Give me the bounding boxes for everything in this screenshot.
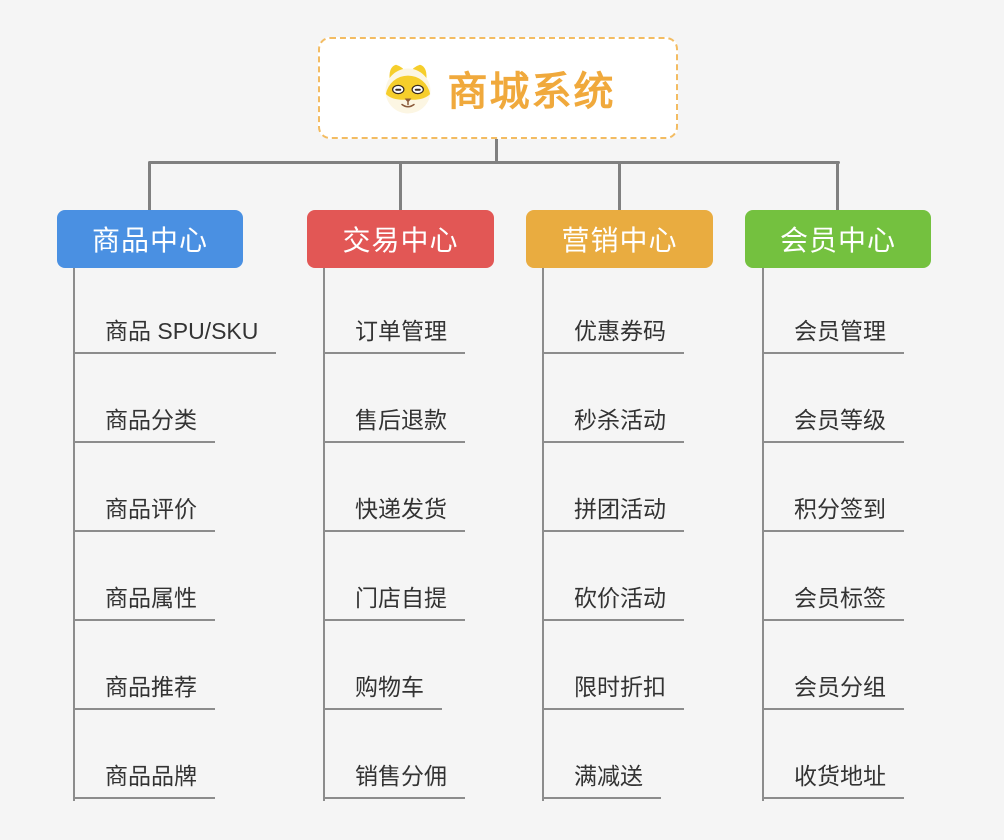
connector-horizontal-bar: [148, 161, 840, 164]
leaf-label: 订单管理: [355, 318, 447, 344]
leaf-label: 砍价活动: [574, 585, 666, 611]
leaf-node[interactable]: 会员管理: [762, 308, 904, 354]
leaf-label: 秒杀活动: [574, 407, 666, 433]
leaf-node[interactable]: 积分签到: [762, 486, 904, 532]
connector-spine: [323, 268, 325, 801]
leaf-node[interactable]: 会员标签: [762, 575, 904, 621]
leaf-node[interactable]: 优惠券码: [542, 308, 684, 354]
leaf-label: 商品品牌: [105, 763, 197, 789]
leaf-label: 商品 SPU/SKU: [105, 318, 259, 344]
leaf-node[interactable]: 商品属性: [73, 575, 215, 621]
leaf-node[interactable]: 限时折扣: [542, 664, 684, 710]
connector-drop-product: [148, 162, 151, 212]
branch-header-trade-center[interactable]: 交易中心: [307, 210, 494, 268]
branch-header-member-center[interactable]: 会员中心: [745, 210, 931, 268]
leaf-label: 商品评价: [105, 496, 197, 522]
connector-drop-trade: [399, 162, 402, 212]
leaf-node[interactable]: 订单管理: [323, 308, 465, 354]
leaf-label: 快递发货: [355, 496, 447, 522]
leaf-node[interactable]: 会员等级: [762, 397, 904, 443]
leaf-label: 优惠券码: [574, 318, 666, 344]
root-node[interactable]: 商城系统: [318, 37, 678, 139]
leaf-node[interactable]: 砍价活动: [542, 575, 684, 621]
leaf-label: 积分签到: [794, 496, 886, 522]
connector-spine: [542, 268, 544, 801]
leaf-node[interactable]: 拼团活动: [542, 486, 684, 532]
leaf-node[interactable]: 会员分组: [762, 664, 904, 710]
leaf-node[interactable]: 购物车: [323, 664, 442, 710]
leaf-label: 商品属性: [105, 585, 197, 611]
leaf-node[interactable]: 销售分佣: [323, 753, 465, 799]
leaf-label: 销售分佣: [355, 763, 447, 789]
leaf-label: 会员标签: [794, 585, 886, 611]
branch-header-product-center[interactable]: 商品中心: [57, 210, 243, 268]
connector-root-stem: [495, 137, 498, 163]
leaf-label: 门店自提: [355, 585, 447, 611]
leaf-node[interactable]: 满减送: [542, 753, 661, 799]
branch-header-marketing-center[interactable]: 营销中心: [526, 210, 713, 268]
leaf-node[interactable]: 商品 SPU/SKU: [73, 308, 277, 354]
leaf-label: 商品推荐: [105, 674, 197, 700]
leaf-label: 收货地址: [794, 763, 886, 789]
connector-drop-marketing: [618, 162, 621, 212]
leaf-label: 限时折扣: [574, 674, 666, 700]
connector-spine: [762, 268, 764, 801]
leaf-node[interactable]: 商品品牌: [73, 753, 215, 799]
leaf-node[interactable]: 秒杀活动: [542, 397, 684, 443]
leaf-label: 售后退款: [355, 407, 447, 433]
leaf-node[interactable]: 商品推荐: [73, 664, 215, 710]
leaf-label: 拼团活动: [574, 496, 666, 522]
leaf-node[interactable]: 快递发货: [323, 486, 465, 532]
leaf-node[interactable]: 商品分类: [73, 397, 215, 443]
leaf-node[interactable]: 收货地址: [762, 753, 904, 799]
leaf-label: 购物车: [355, 674, 424, 700]
shiba-dog-icon: [381, 61, 435, 115]
leaf-label: 满减送: [574, 763, 643, 789]
leaf-label: 会员管理: [794, 318, 886, 344]
leaf-label: 会员等级: [794, 407, 886, 433]
connector-spine: [73, 268, 75, 801]
leaf-label: 商品分类: [105, 407, 197, 433]
leaf-node[interactable]: 门店自提: [323, 575, 465, 621]
root-title: 商城系统: [447, 70, 616, 114]
leaf-label: 会员分组: [794, 674, 886, 700]
leaf-node[interactable]: 商品评价: [73, 486, 215, 532]
connector-drop-member: [836, 162, 839, 212]
leaf-node[interactable]: 售后退款: [323, 397, 465, 443]
